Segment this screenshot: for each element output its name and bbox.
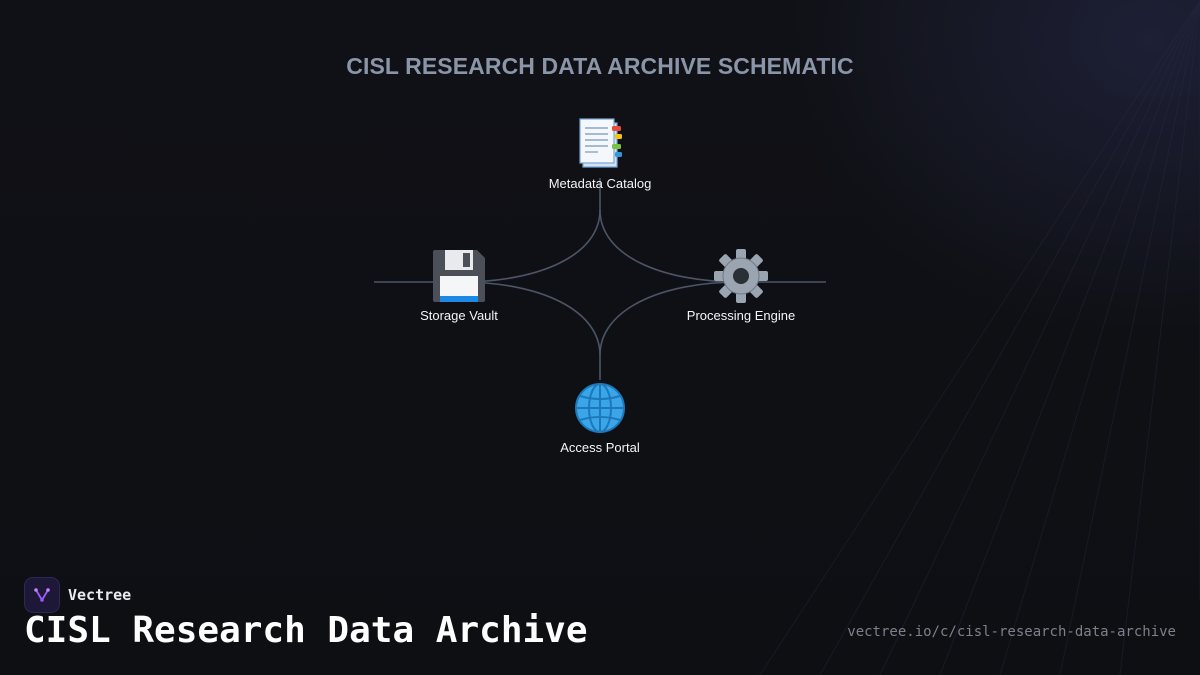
- brand[interactable]: Vectree: [24, 577, 131, 613]
- brand-name: Vectree: [68, 586, 132, 604]
- node-label: Storage Vault: [420, 308, 498, 323]
- node-processing-engine[interactable]: Processing Engine: [661, 246, 821, 323]
- gear-icon: [714, 249, 768, 303]
- node-label: Processing Engine: [686, 308, 796, 323]
- edge-processing-access: [599, 281, 741, 356]
- diagram-title: CISL RESEARCH DATA ARCHIVE SCHEMATIC: [346, 53, 854, 79]
- node-label: Access Portal: [560, 440, 640, 455]
- vectree-logo-icon: [24, 577, 60, 613]
- node-access-portal[interactable]: Access Portal: [520, 378, 680, 455]
- edge-storage-access: [459, 281, 601, 380]
- edge-metadata-storage: [459, 178, 601, 283]
- floppy-disk-icon: [433, 250, 485, 302]
- node-metadata-catalog[interactable]: Metadata Catalog: [520, 114, 680, 191]
- edge-metadata-processing: [599, 209, 741, 283]
- page-title: CISL Research Data Archive: [24, 610, 588, 651]
- globe-icon: [575, 383, 625, 433]
- node-label: Metadata Catalog: [548, 176, 652, 191]
- page-url[interactable]: vectree.io/c/cisl-research-data-archive: [847, 624, 1176, 640]
- node-storage-vault[interactable]: Storage Vault: [379, 246, 539, 323]
- bookmark-tabs-icon: [579, 118, 622, 168]
